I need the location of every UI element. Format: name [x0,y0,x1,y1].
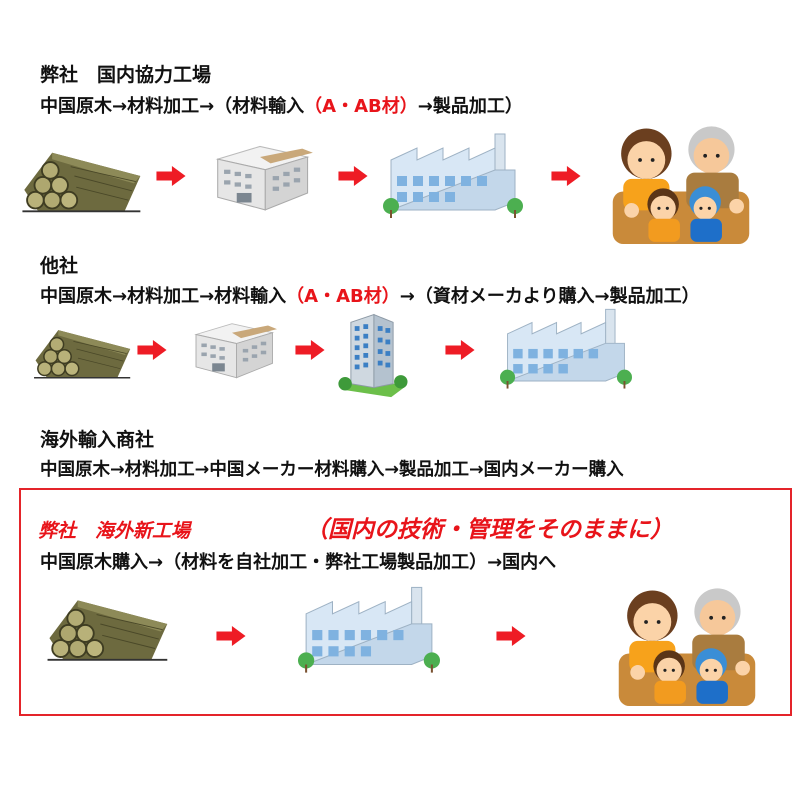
arrow-icon [551,166,581,186]
arrow-icon [338,166,368,186]
section1-flow-pre: 中国原木→材料加工→（材料輸入 [40,96,305,117]
section2-title: 他社 [40,255,79,277]
section3-title: 海外輸入商社 [40,429,155,451]
section2-flow-post: →（資材メーカより購入→製品加工） [399,286,700,307]
section2-flow-pre: 中国原木→材料加工→材料輸入 [40,286,287,307]
arrow-icon [496,626,526,646]
section1-flow-post: →製品加工） [417,96,523,117]
section1-flow: 中国原木→材料加工→（材料輸入（A・AB材）→製品加工） [40,92,523,118]
arrow-icon [137,340,167,360]
section4-slogan: （国内の技術・管理をそのままに） [305,517,673,543]
arrow-icon [295,340,325,360]
section1-flow-highlight: （A・AB材） [304,96,418,117]
arrow-icon [156,166,186,186]
office-building-icon [332,305,412,401]
logs-icon [40,585,172,663]
logs-icon [15,138,145,214]
section2-flow: 中国原木→材料加工→材料輸入（A・AB材）→（資材メーカより購入→製品加工） [40,282,700,308]
section2-flow-highlight: （A・AB材） [286,286,400,307]
arrow-icon [445,340,475,360]
family-icon [600,118,762,244]
section4-flow: 中国原木購入→（材料を自社加工・弊社工場製品加工）→国内へ [40,552,557,573]
section4-title: 弊社 海外新工場 [38,520,191,542]
logs-icon [28,318,134,380]
factory-icon [382,130,524,220]
warehouse-icon [178,316,286,380]
arrow-icon [216,626,246,646]
section1-title: 弊社 国内協力工場 [40,64,212,86]
warehouse-icon [196,138,324,212]
section3-flow: 中国原木→材料加工→中国メーカー材料購入→製品加工→国内メーカー購入 [40,460,624,480]
factory-icon [500,305,632,391]
factory-icon [298,583,440,675]
highlight-frame [19,488,792,716]
family-icon [607,580,767,706]
